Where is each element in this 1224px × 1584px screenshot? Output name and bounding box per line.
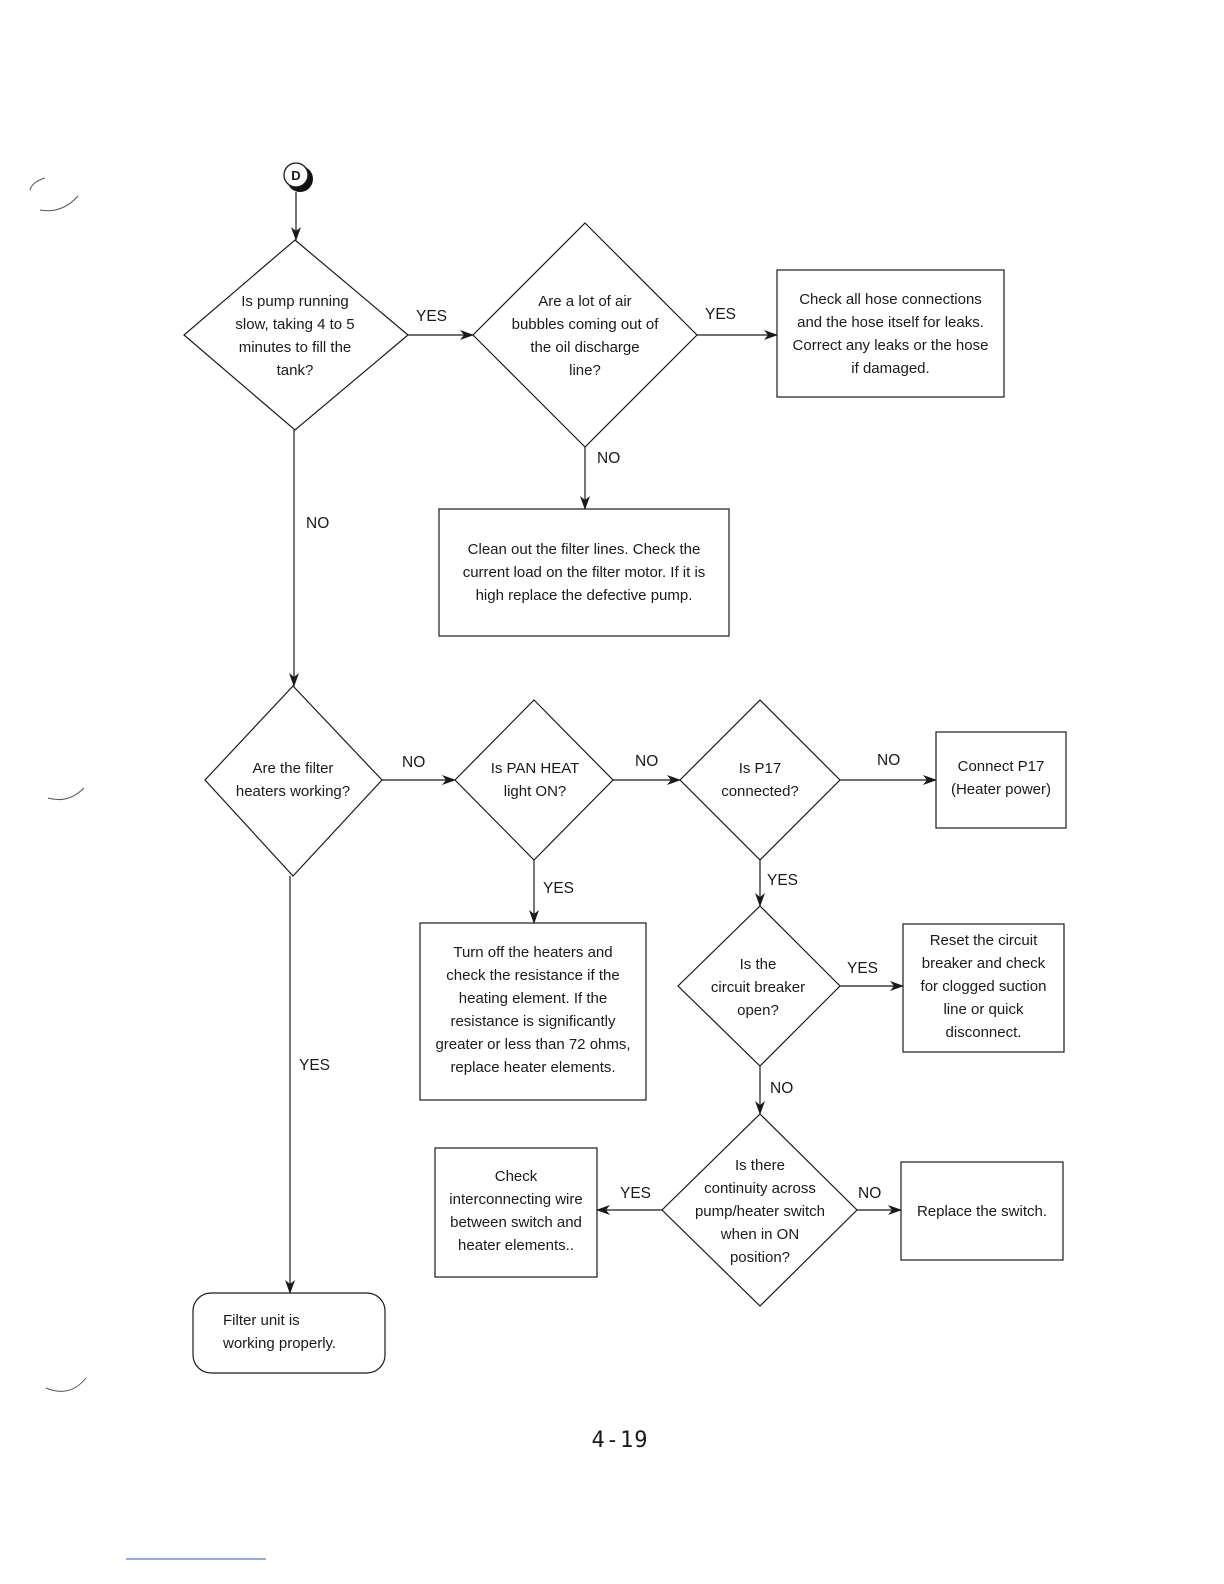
decision-filter-heaters [204, 685, 383, 877]
edge-label-d6-no: NO [770, 1080, 794, 1097]
decision-circuit-breaker-text: Is the circuit breaker open? [710, 955, 806, 1019]
edge-label-d4-no: NO [635, 753, 659, 770]
terminal-working-properly-text: Filter unit is working properly. [223, 1312, 337, 1352]
binding-mark [47, 787, 85, 801]
decision-continuity-text: Is there continuity across pump/heater s… [694, 1156, 826, 1266]
edge-label-d2-yes: YES [705, 306, 737, 323]
decision-pan-heat-text: Is PAN HEAT light ON? [490, 760, 580, 800]
page-number: 4-19 [591, 1428, 649, 1453]
action-clean-filter-text: Clean out the filter lines. Check the cu… [462, 540, 706, 604]
action-reset-breaker-text: Reset the circuit breaker and check for … [920, 931, 1047, 1041]
edge-label-d2-no: NO [597, 450, 621, 467]
action-connect-p17-text: Connect P17 (Heater power) [950, 758, 1052, 798]
edge-label-d3-no: NO [402, 754, 426, 771]
edge-label-d3-yes: YES [299, 1057, 331, 1074]
connector-label: D [291, 167, 301, 183]
action-turn-off-heaters-text: Turn off the heaters and check the resis… [435, 944, 631, 1076]
decision-air-bubbles-text: Are a lot of air bubbles coming out of t… [511, 293, 659, 379]
action-check-wire-text: Check interconnecting wire between switc… [449, 1168, 583, 1254]
connector-circle [283, 162, 309, 188]
binding-mark [39, 195, 79, 212]
binding-mark [45, 1377, 87, 1392]
action-replace-switch-text: Replace the switch. [916, 1202, 1048, 1220]
edge-label-d5-yes: YES [767, 872, 799, 889]
edge-label-d6-yes: YES [847, 960, 879, 977]
edge-label-d1-no: NO [306, 515, 330, 532]
edge-label-d5-no: NO [877, 752, 901, 769]
edge-label-d7-yes: YES [620, 1185, 652, 1202]
decision-filter-heaters-text: Are the filter heaters working? [235, 760, 351, 800]
edge-label-d7-no: NO [858, 1185, 882, 1202]
edge-label-d4-yes: YES [543, 880, 575, 897]
decision-p17-text: Is P17 connected? [721, 760, 799, 800]
edge-label-d1-yes: YES [416, 308, 448, 325]
action-check-hoses-text: Check all hose connections and the hose … [792, 291, 989, 377]
decision-continuity [661, 1113, 858, 1307]
binding-mark [29, 177, 46, 191]
decision-pump-slow-text: Is pump running slow, taking 4 to 5 minu… [235, 293, 355, 379]
decision-pump-slow [183, 239, 409, 431]
